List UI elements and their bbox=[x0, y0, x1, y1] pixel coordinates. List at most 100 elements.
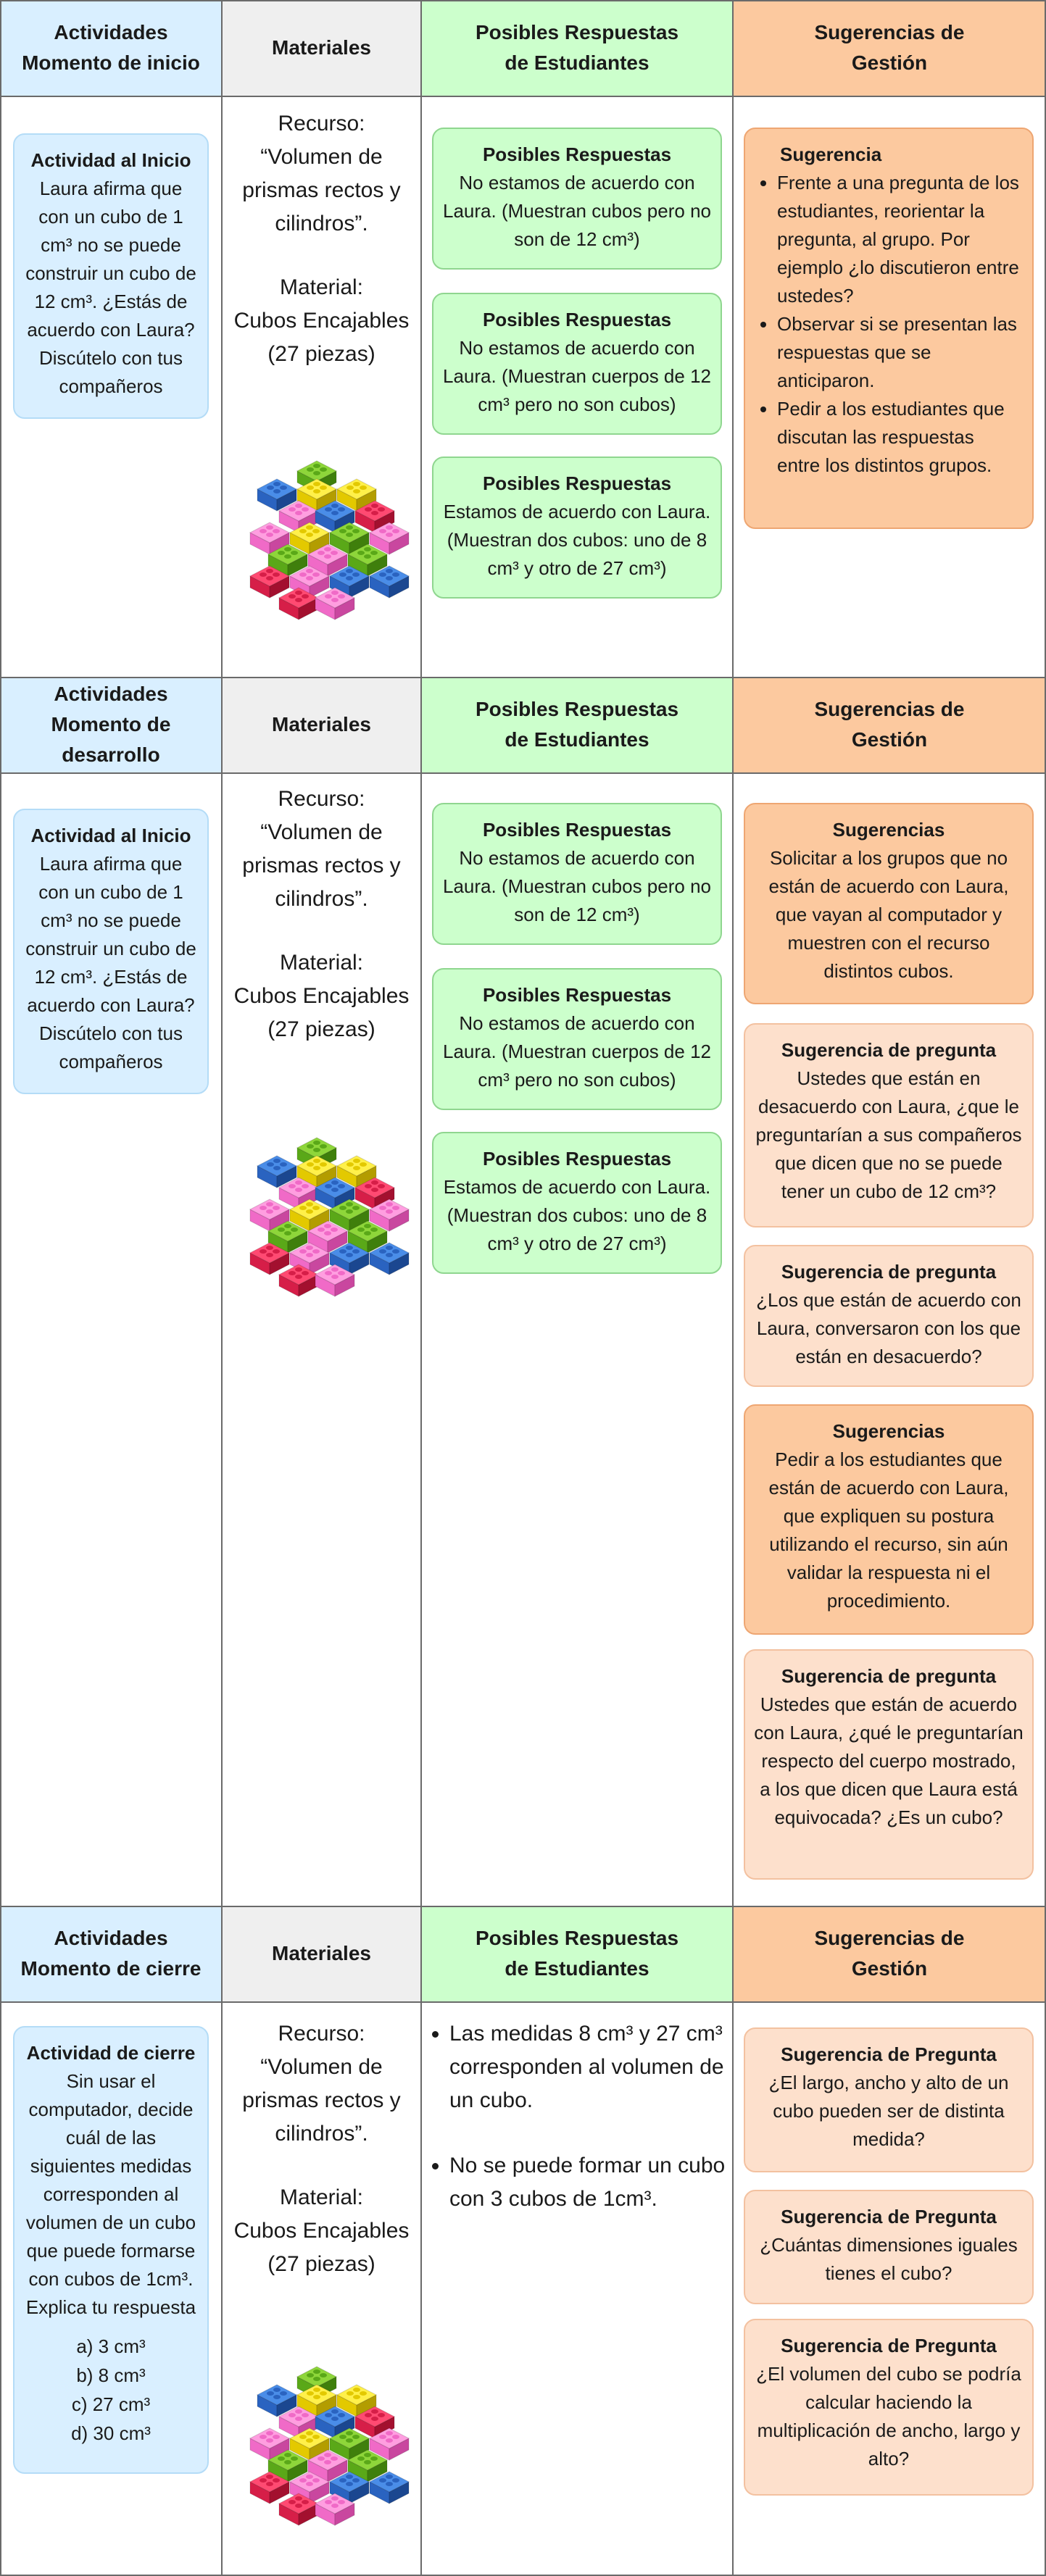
header-gestion-2: Sugerencias de Gestión bbox=[733, 677, 1046, 772]
list-item: c) 27 cm³ bbox=[71, 2393, 151, 2415]
toy-block bbox=[314, 1177, 356, 1210]
respuesta-text: No estamos de acuerdo con Laura. (Muestr… bbox=[443, 337, 711, 415]
toy-block bbox=[296, 2384, 338, 2417]
header-respuestas-3: Posibles Respuestas de Estudiantes bbox=[421, 1906, 733, 2001]
sugerencia-title: Sugerencia de Pregunta bbox=[781, 2335, 997, 2356]
list-item: d) 30 cm³ bbox=[71, 2422, 151, 2444]
sugerencia-text: Ustedes que están de acuerdo con Laura, … bbox=[754, 1693, 1024, 1828]
header-inicio-text: Actividades Momento de inicio bbox=[22, 21, 200, 74]
grid-line bbox=[221, 0, 223, 2576]
list-item: a) 3 cm³ bbox=[76, 2335, 146, 2357]
lego-blocks-icon bbox=[226, 2355, 418, 2558]
header-respuestas-text: Posibles Respuestas de Estudiantes bbox=[475, 1927, 679, 1980]
toy-block bbox=[328, 1242, 370, 1275]
toy-block bbox=[368, 2427, 410, 2461]
grid-line bbox=[0, 96, 1046, 97]
toy-block bbox=[346, 543, 389, 577]
material-name: Cubos Encajables (27 piezas) bbox=[233, 309, 410, 366]
toy-block bbox=[354, 2406, 396, 2439]
toy-block bbox=[328, 2427, 370, 2461]
respuesta-text: Estamos de acuerdo con Laura. (Muestran … bbox=[443, 1176, 711, 1254]
toy-block bbox=[336, 2384, 378, 2417]
lego-blocks-icon bbox=[226, 449, 418, 652]
respuesta-title: Posibles Respuestas bbox=[482, 1148, 672, 1170]
lego-blocks-svg bbox=[249, 1137, 410, 1297]
sugerencia-inicio-list: Frente a una pregunta de los estudiantes… bbox=[758, 169, 1019, 480]
toy-block bbox=[328, 2471, 370, 2504]
sugerencia-title: Sugerencias bbox=[832, 1420, 945, 1442]
sugerencia-title: Sugerencia de pregunta bbox=[781, 1665, 997, 1687]
toy-block bbox=[336, 1155, 378, 1188]
header-respuestas: Posibles Respuestas de Estudiantes bbox=[421, 0, 733, 96]
list-item: Frente a una pregunta de los estudiantes… bbox=[777, 169, 1019, 310]
sugerencia-text: Solicitar a los grupos que no están de a… bbox=[768, 847, 1009, 982]
toy-block bbox=[314, 2406, 356, 2439]
toy-block bbox=[307, 2449, 349, 2483]
toy-block bbox=[296, 1155, 338, 1188]
toy-block bbox=[249, 2471, 291, 2504]
header-materiales-text: Materiales bbox=[272, 1942, 371, 1964]
toy-block bbox=[289, 522, 331, 555]
actividad-inicio-text: Laura afirma que con un cubo de 1 cm³ no… bbox=[25, 178, 196, 397]
toy-block bbox=[256, 1155, 298, 1188]
opciones-list: a) 3 cm³ b) 8 cm³ c) 27 cm³ d) 30 cm³ bbox=[23, 2332, 199, 2448]
header-cierre-text: Actividades Momento de cierre bbox=[20, 1927, 202, 1980]
toy-block bbox=[278, 1264, 320, 1297]
material-label: Material: bbox=[279, 275, 364, 299]
respuesta-desarrollo-1: Posibles Respuestas No estamos de acuerdo… bbox=[432, 803, 722, 945]
respuesta-text: No estamos de acuerdo con Laura. (Muestr… bbox=[443, 172, 711, 250]
header-desarrollo-text: Actividades Momento de desarrollo bbox=[51, 683, 171, 766]
sugerencia-cierre-1: Sugerencia de Pregunta¿El largo, ancho y… bbox=[744, 2027, 1034, 2172]
recurso-name: “Volumen de prismas rectos y cilindros”. bbox=[242, 145, 401, 235]
grid-line bbox=[0, 0, 1046, 1]
toy-block bbox=[289, 2427, 331, 2461]
sugerencia-inicio-title: Sugerencia bbox=[780, 143, 882, 165]
toy-block bbox=[256, 2384, 298, 2417]
sugerencia-text: ¿Los que están de acuerdo con Laura, con… bbox=[756, 1289, 1021, 1367]
recurso-label: Recurso: bbox=[278, 2022, 365, 2046]
toy-block bbox=[249, 2427, 291, 2461]
header-materiales-2: Materiales bbox=[222, 677, 421, 772]
header-respuestas-text: Posibles Respuestas de Estudiantes bbox=[475, 21, 679, 74]
respuesta-title: Posibles Respuestas bbox=[482, 472, 672, 494]
toy-block bbox=[368, 1199, 410, 1232]
list-item: Observar si se presentan las respuestas … bbox=[777, 310, 1019, 395]
toy-block bbox=[256, 478, 298, 512]
toy-block bbox=[307, 1220, 349, 1254]
lego-blocks-svg bbox=[249, 460, 410, 620]
respuestas-cierre: Las medidas 8 cm³ y 27 cm³ corresponden … bbox=[429, 2017, 726, 2248]
header-gestion-text: Sugerencias de Gestión bbox=[814, 21, 965, 74]
header-materiales-text: Materiales bbox=[272, 36, 371, 59]
respuesta-title: Posibles Respuestas bbox=[482, 819, 672, 841]
header-inicio: Actividades Momento de inicio bbox=[0, 0, 222, 96]
actividad-desarrollo-text: Laura afirma que con un cubo de 1 cm³ no… bbox=[25, 853, 196, 1072]
sugerencia-title: Sugerencia de pregunta bbox=[781, 1039, 997, 1061]
header-materiales-3: Materiales bbox=[222, 1906, 421, 2001]
grid-line bbox=[0, 2575, 1046, 2576]
toy-block bbox=[314, 587, 356, 620]
toy-block bbox=[368, 1242, 410, 1275]
sugerencia-text: ¿Cuántas dimensiones iguales tienes el c… bbox=[760, 2234, 1018, 2284]
grid-line bbox=[732, 0, 734, 2576]
materiales-desarrollo: Recurso: “Volumen de prismas rectos y ci… bbox=[222, 783, 421, 1046]
respuesta-text: No estamos de acuerdo con Laura. (Muestr… bbox=[443, 847, 711, 925]
toy-block bbox=[278, 2493, 320, 2526]
actividad-cierre-title: Actividad de cierre bbox=[26, 2042, 196, 2064]
sugerencia-cierre-2: Sugerencia de Pregunta¿Cuántas dimension… bbox=[744, 2190, 1034, 2304]
materiales-inicio: Recurso: “Volumen de prismas rectos y ci… bbox=[222, 107, 421, 371]
grid-line bbox=[0, 1906, 1046, 1907]
header-gestion-3: Sugerencias de Gestión bbox=[733, 1906, 1046, 2001]
header-materiales-text: Materiales bbox=[272, 713, 371, 735]
respuesta-text: No estamos de acuerdo con Laura. (Muestr… bbox=[443, 1012, 711, 1091]
toy-block bbox=[267, 2449, 309, 2483]
sugerencia-cierre-3: Sugerencia de Pregunta¿El volumen del cu… bbox=[744, 2319, 1034, 2496]
grid-line bbox=[0, 0, 1, 2576]
toy-block bbox=[249, 1199, 291, 1232]
recurso-label: Recurso: bbox=[278, 112, 365, 136]
header-materiales: Materiales bbox=[222, 0, 421, 96]
